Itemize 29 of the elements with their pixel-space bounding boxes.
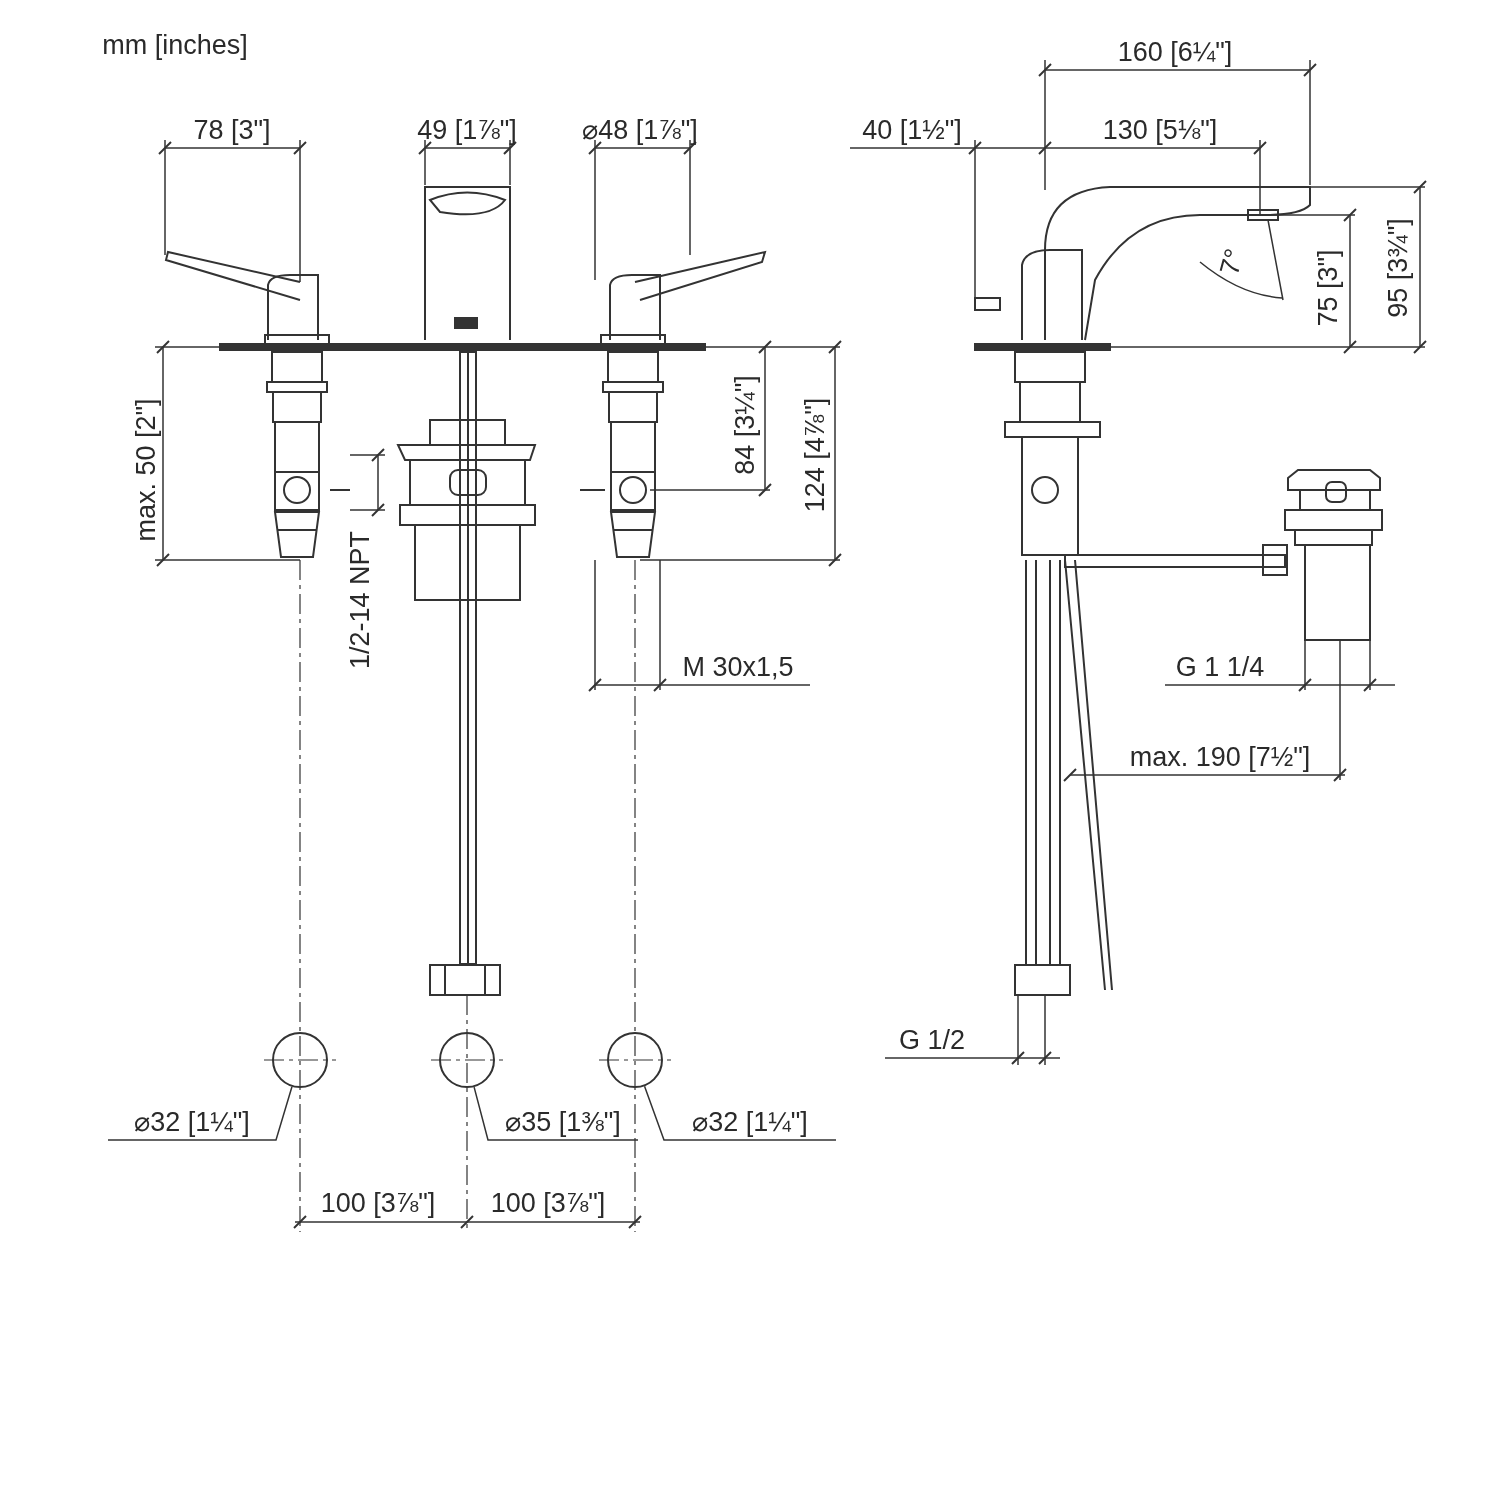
- dimension-label: 160 [6¼"]: [1117, 37, 1233, 67]
- dimension-label: 49 [1⅞"]: [417, 115, 517, 145]
- dimension-label: mm [inches]: [102, 30, 248, 60]
- dimension-label: 84 [3¼"]: [730, 375, 760, 475]
- dimension-label: 100 [3⅞"]: [490, 1188, 606, 1218]
- dimension-label: 75 [3"]: [1313, 249, 1343, 327]
- hole-circle: [272, 1032, 328, 1088]
- dimension-label: G 1/2: [899, 1025, 965, 1055]
- dimension-label: 1/2-14 NPT: [345, 530, 375, 670]
- dimension-text: ⌀32 [1¼"]: [108, 1104, 276, 1140]
- leader-line: [643, 1085, 837, 1141]
- dimension-label: 7°: [1214, 245, 1250, 279]
- dimension-label: 130 [5⅛"]: [1102, 115, 1218, 145]
- leader-line: [107, 1086, 293, 1141]
- dimension-label: max. 190 [7½"]: [1129, 742, 1311, 772]
- dimension-label: 40 [1½"]: [862, 115, 962, 145]
- dimension-label: 78 [3"]: [193, 115, 271, 145]
- leader-line: [473, 1086, 639, 1141]
- dimension-label: 124 [4⅞"]: [800, 397, 830, 513]
- dimension-label: 95 [3¾"]: [1383, 218, 1413, 318]
- dimension-label: max. 50 [2"]: [131, 398, 161, 542]
- dimension-text: ⌀35 [1⅜"]: [488, 1104, 638, 1140]
- dimension-label: M 30x1,5: [682, 652, 794, 682]
- dimension-label: 100 [3⅞"]: [320, 1188, 436, 1218]
- hole-circle: [439, 1032, 495, 1088]
- dimension-label: G 1 1/4: [1175, 652, 1265, 682]
- dimension-text: ⌀32 [1¼"]: [664, 1104, 836, 1140]
- hole-circle: [607, 1032, 663, 1088]
- dimension-label: ⌀48 [1⅞"]: [582, 115, 698, 145]
